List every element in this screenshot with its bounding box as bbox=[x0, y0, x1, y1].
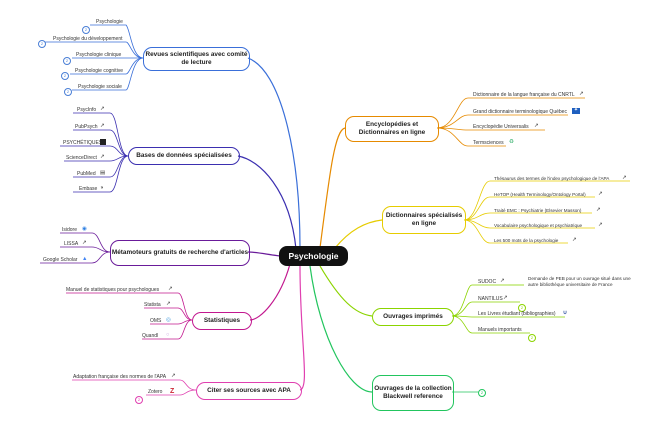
base-psychetiques[interactable]: PSYCHÉTIQUES bbox=[63, 140, 103, 146]
external-link-icon[interactable]: ↗ bbox=[171, 373, 176, 379]
dict-thesaurus-apa[interactable]: Thésaurus des termes de l'index psycholo… bbox=[494, 176, 610, 181]
ouvrage-sudoc[interactable]: SUDOC bbox=[478, 279, 497, 285]
embase-icon: ◑ bbox=[100, 185, 104, 191]
stat-statista[interactable]: Statista bbox=[144, 302, 161, 308]
pubmed-icon: ▤ bbox=[100, 170, 106, 176]
stat-quandl[interactable]: Quandl bbox=[142, 333, 159, 339]
revue-psychologie[interactable]: Psychologie bbox=[96, 19, 123, 25]
link-badge-icon[interactable]: 2 bbox=[64, 88, 72, 96]
stat-manuel[interactable]: Manuel de statistiques pour psychologues bbox=[66, 287, 160, 293]
nantes-u-icon: ∪ bbox=[563, 310, 568, 316]
external-link-icon[interactable]: ↗ bbox=[100, 106, 105, 112]
external-link-icon[interactable]: ↗ bbox=[503, 295, 508, 301]
link-badge-icon[interactable]: 2 bbox=[528, 334, 536, 342]
external-link-icon[interactable]: ↗ bbox=[168, 286, 173, 292]
external-link-icon[interactable]: ↗ bbox=[579, 91, 584, 97]
metamoteur-lissa[interactable]: LISSA bbox=[64, 241, 79, 247]
base-psycinfo[interactable]: PsycInfo bbox=[77, 107, 97, 113]
dict-vocabulaire[interactable]: Vocabulaire psychologique et psychiatriq… bbox=[494, 223, 583, 228]
external-link-icon[interactable]: ↗ bbox=[598, 222, 603, 228]
psychetiques-icon bbox=[100, 139, 106, 145]
link-badge-icon[interactable]: 2 bbox=[478, 389, 486, 397]
external-link-icon[interactable]: ↗ bbox=[598, 191, 603, 197]
revue-clinique[interactable]: Psychologie clinique bbox=[76, 52, 122, 58]
link-badge-icon[interactable]: 2 bbox=[135, 396, 143, 404]
metamoteur-google-scholar[interactable]: Google Scholar bbox=[43, 257, 78, 263]
link-badge-icon[interactable]: 2 bbox=[518, 304, 526, 312]
termsciences-icon: ♻ bbox=[509, 139, 514, 145]
base-sciencedirect[interactable]: ScienceDirect bbox=[66, 155, 97, 161]
citer-adaptation-apa[interactable]: Adaptation française des normes de l'APA bbox=[73, 374, 167, 380]
ouvrage-nantilus[interactable]: NANTILUS bbox=[478, 296, 503, 302]
topic-ouvrages-imprimes[interactable]: Ouvrages imprimés bbox=[372, 308, 454, 326]
oms-globe-icon: ◎ bbox=[166, 317, 171, 323]
ouvrage-peb-note: Demande de PEB pour un ouvrage situé dan… bbox=[528, 276, 631, 287]
revue-developpement[interactable]: Psychologie du développement bbox=[53, 36, 123, 42]
link-badge-icon[interactable]: 2 bbox=[63, 57, 71, 65]
dict-500-mots[interactable]: Les 500 mots de la psychologie bbox=[494, 238, 559, 243]
stat-oms[interactable]: OMS bbox=[150, 318, 162, 324]
revue-sociale[interactable]: Psychologie sociale bbox=[78, 84, 122, 90]
topic-metamoteurs[interactable]: Métamoteurs gratuits de recherche d'arti… bbox=[110, 240, 250, 266]
topic-citer[interactable]: Citer ses sources avec APA bbox=[196, 382, 302, 400]
ouvrage-manuels[interactable]: Manuels importants bbox=[478, 327, 522, 333]
encyclo-gdt-quebec[interactable]: Grand dictionnaire terminologique Québec bbox=[473, 109, 567, 115]
link-badge-icon[interactable]: 2 bbox=[82, 26, 90, 34]
topic-statistiques[interactable]: Statistiques bbox=[192, 312, 252, 330]
link-badge-icon[interactable]: 2 bbox=[61, 72, 69, 80]
external-link-icon[interactable]: ↗ bbox=[534, 123, 539, 129]
base-pubmed[interactable]: PubMed bbox=[77, 171, 96, 177]
external-link-icon[interactable]: ↗ bbox=[596, 207, 601, 213]
topic-blackwell[interactable]: Ouvrages de la collection Blackwell refe… bbox=[372, 375, 454, 411]
quandl-icon: ○ bbox=[166, 332, 170, 338]
dict-traite-emc[interactable]: Traité EMC : Psychiatrie (Elsevier Masso… bbox=[494, 208, 582, 213]
external-link-icon[interactable]: ↗ bbox=[572, 237, 577, 243]
encyclo-cnrtl[interactable]: Dictionnaire de la langue française du C… bbox=[473, 92, 575, 98]
external-link-icon[interactable]: ↗ bbox=[622, 175, 627, 181]
dict-hetop[interactable]: HeTOP (Health Terminology/Ontology Porta… bbox=[494, 192, 586, 197]
encyclo-termsciences[interactable]: Termsciences bbox=[473, 140, 504, 146]
external-link-icon[interactable]: ↗ bbox=[82, 240, 87, 246]
citer-zotero[interactable]: Zotero bbox=[148, 389, 163, 395]
external-link-icon[interactable]: ↗ bbox=[166, 301, 171, 307]
topic-revues[interactable]: Revues scientifiques avec comité de lect… bbox=[143, 47, 250, 71]
base-embase[interactable]: Embase bbox=[79, 186, 98, 192]
base-pubpsych[interactable]: PubPsych bbox=[75, 124, 98, 130]
encyclo-universalis[interactable]: Encyclopédie Universalis bbox=[473, 124, 529, 130]
external-link-icon[interactable]: ↗ bbox=[100, 154, 105, 160]
topic-bases[interactable]: Bases de données spécialisées bbox=[128, 147, 240, 165]
quebec-flag-icon: ✦ bbox=[572, 107, 580, 114]
topic-encyclopedies[interactable]: Encyclopédies et Dictionnaires en ligne bbox=[345, 116, 439, 142]
isidore-icon: ◉ bbox=[82, 226, 87, 232]
external-link-icon[interactable]: ↗ bbox=[100, 123, 105, 129]
metamoteur-isidore[interactable]: Isidore bbox=[62, 227, 78, 233]
external-link-icon[interactable]: ↗ bbox=[500, 278, 505, 284]
google-scholar-icon: ▲ bbox=[82, 256, 88, 262]
ouvrage-livres-etudiant[interactable]: Les Livres étudiant (bibliographies) bbox=[478, 311, 556, 317]
zotero-icon: Z bbox=[170, 388, 175, 395]
link-badge-icon[interactable]: 2 bbox=[38, 40, 46, 48]
topic-dictionnaires[interactable]: Dictionnaires spécialisés en ligne bbox=[382, 206, 466, 234]
revue-cognitive[interactable]: Psychologie cognitive bbox=[75, 68, 124, 74]
central-topic[interactable]: Psychologie bbox=[279, 246, 348, 266]
